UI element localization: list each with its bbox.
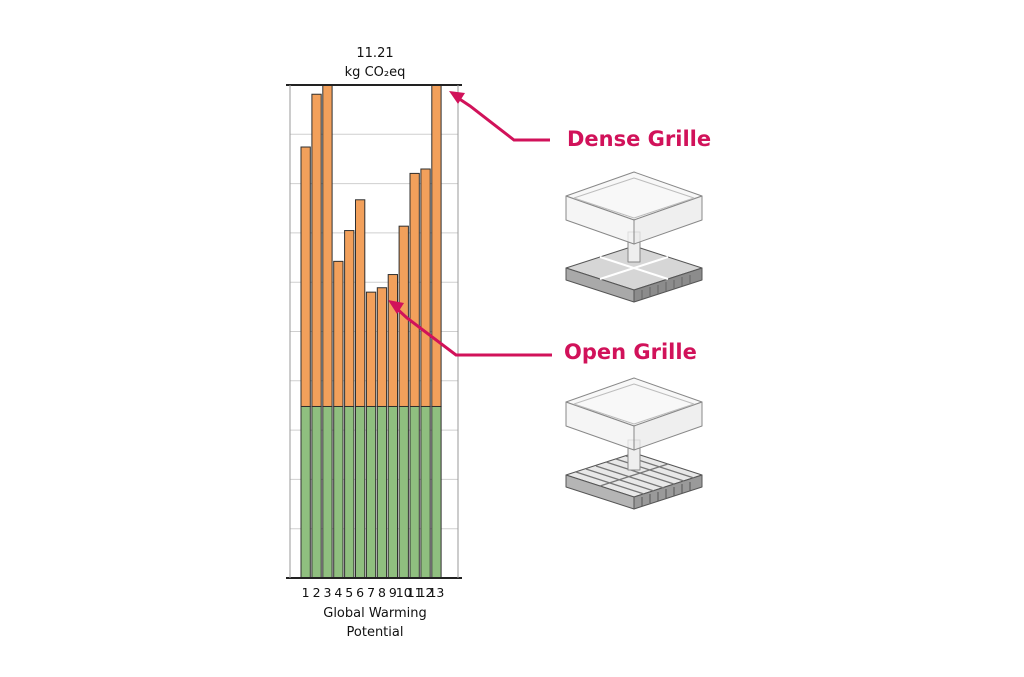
- bar-upper: [365, 291, 377, 407]
- bar-upper: [387, 274, 399, 407]
- bar-lower: [300, 405, 311, 579]
- bar-upper: [376, 287, 388, 407]
- bar-upper: [431, 84, 442, 407]
- x-tick-label: 5: [345, 585, 353, 600]
- x-tick-label: 1: [302, 585, 310, 600]
- x-tick-label: 2: [313, 585, 321, 600]
- bar-lower: [322, 405, 333, 579]
- bar-lower: [387, 405, 399, 579]
- dense-arrow-head: [449, 91, 465, 104]
- bar-upper: [311, 93, 322, 407]
- chart-unit-label: kg CO₂eq: [345, 65, 406, 80]
- x-tick-label: 9: [389, 585, 397, 600]
- bar-upper: [300, 146, 311, 407]
- bar-lower: [409, 405, 420, 579]
- dense-grille-label: Dense Grille: [567, 127, 711, 151]
- bar-lower: [365, 405, 377, 579]
- callout-arrows: [388, 91, 552, 357]
- bar-upper: [344, 230, 355, 407]
- x-tick-label: 7: [367, 585, 375, 600]
- bar-upper: [355, 199, 366, 407]
- bar-lower: [311, 405, 322, 579]
- open-arrow-line: [392, 304, 552, 357]
- bar-lower: [344, 405, 355, 579]
- bar-lower: [431, 405, 442, 579]
- open-arrow-head: [388, 300, 404, 314]
- open-grille-illustration: [565, 377, 703, 510]
- bar-upper: [420, 168, 431, 407]
- bar-upper: [409, 172, 420, 407]
- x-tick-label: 8: [378, 585, 386, 600]
- dense-grille-illustration: [565, 171, 703, 303]
- x-tick-label: 11: [407, 585, 423, 600]
- x-tick-label: 10: [396, 585, 412, 600]
- x-tick-label: 3: [323, 585, 331, 600]
- x-axis-label-line2: Potential: [347, 625, 404, 640]
- x-tick-label: 13: [428, 585, 444, 600]
- bar-lower: [355, 405, 366, 579]
- bar-upper: [333, 260, 344, 407]
- dense-arrow-line: [454, 94, 550, 142]
- x-tick-label: 12: [418, 585, 434, 600]
- bar-lower: [398, 405, 409, 579]
- open-grille-label: Open Grille: [564, 340, 697, 364]
- chart-total-label: 11.21: [356, 46, 393, 61]
- x-tick-label: 4: [334, 585, 342, 600]
- x-tick-label: 6: [356, 585, 364, 600]
- bar-lower: [333, 405, 344, 579]
- bar-upper: [322, 84, 333, 407]
- x-axis-label-line1: Global Warming: [323, 606, 426, 621]
- bar-lower: [376, 405, 388, 579]
- axes: [286, 84, 462, 579]
- bar-lower: [420, 405, 431, 579]
